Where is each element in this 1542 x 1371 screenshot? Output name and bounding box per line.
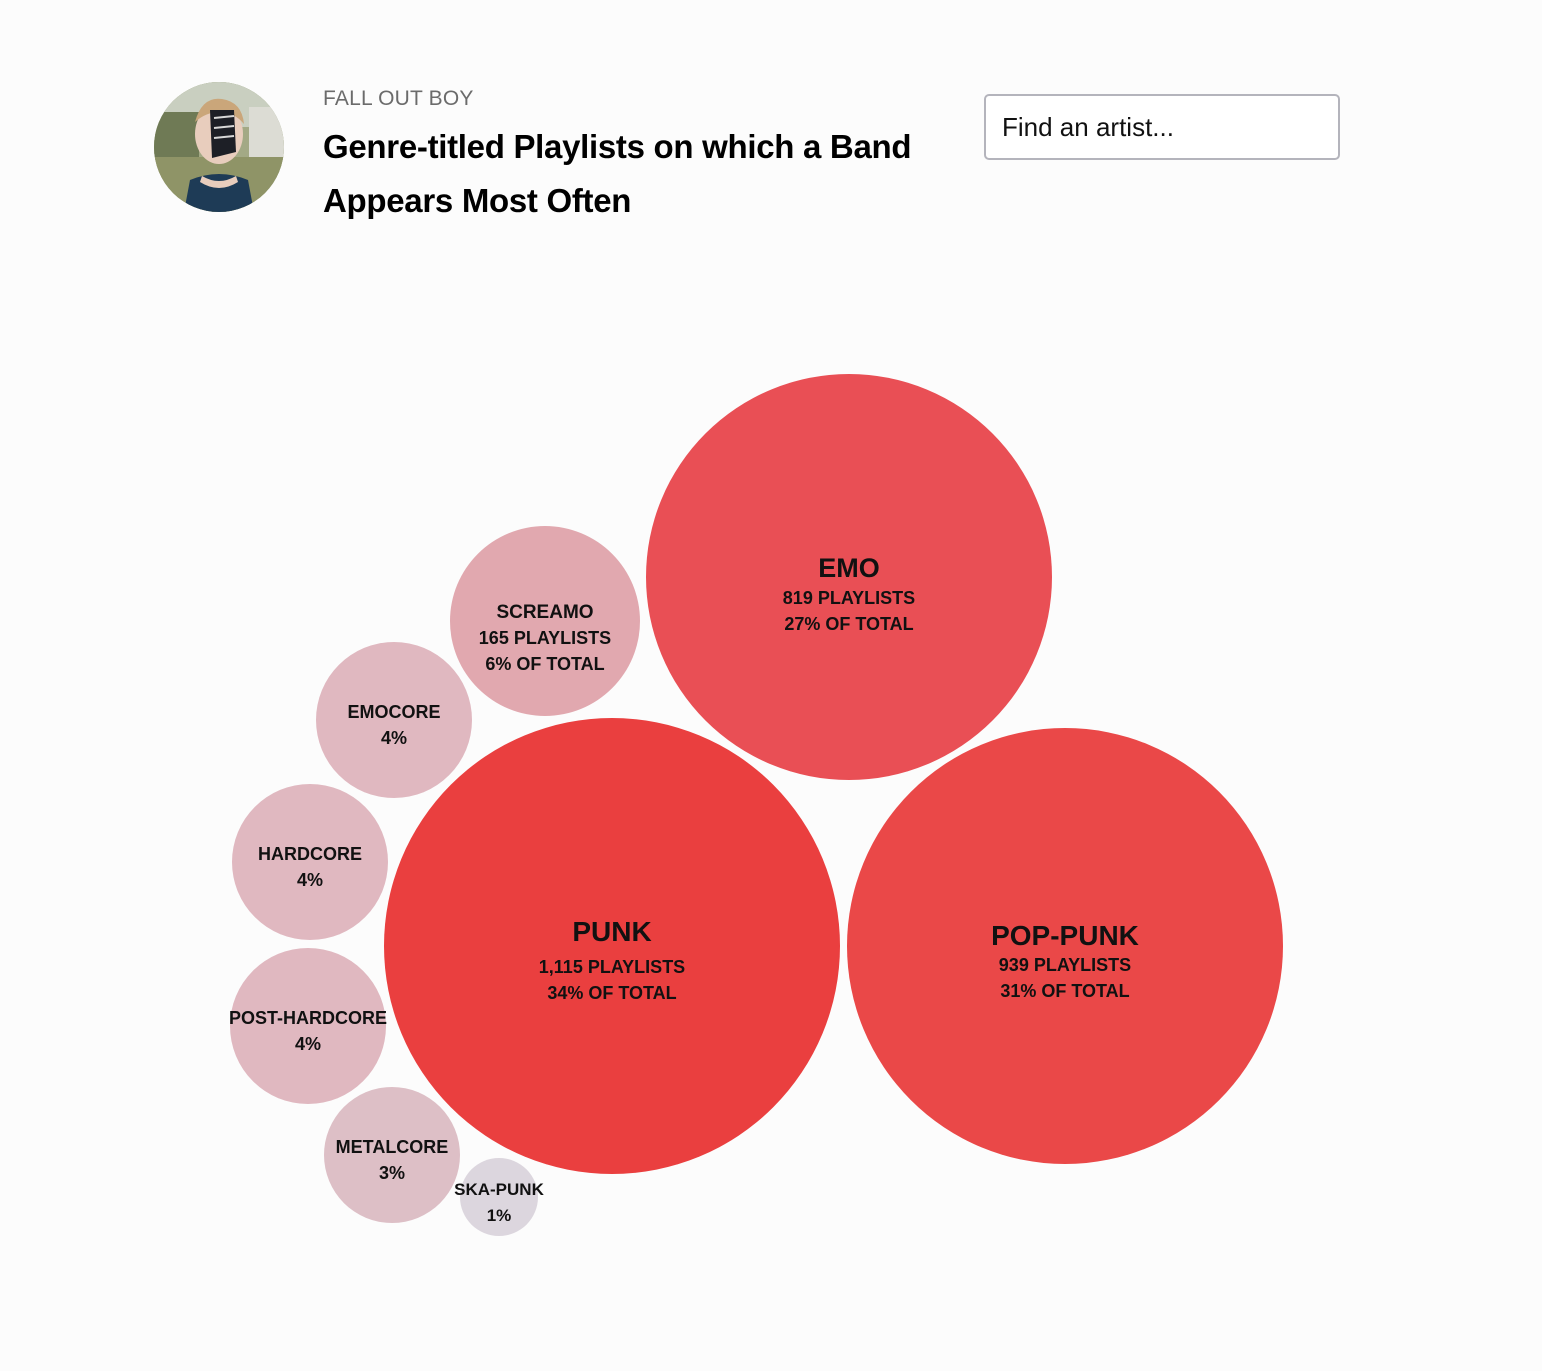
bubble-circle-metalcore[interactable] — [324, 1087, 460, 1223]
bubble-name-label-metalcore: METALCORE — [336, 1137, 449, 1157]
bubble-name-label-emocore: EMOCORE — [347, 702, 440, 722]
bubble-circle-screamo[interactable] — [450, 526, 640, 716]
bubble-emocore[interactable]: EMOCORE 4% — [316, 642, 472, 798]
bubble-name-label-emo: EMO — [818, 553, 880, 583]
bubble-name-label-screamo: SCREAMO — [496, 602, 593, 623]
bubble-name-label-post-hardcore: POST-HARDCORE — [229, 1008, 387, 1028]
bubble-share-label-emocore: 4% — [381, 728, 407, 748]
bubble-hardcore[interactable]: HARDCORE 4% — [232, 784, 388, 940]
bubble-circle-hardcore[interactable] — [232, 784, 388, 940]
bubble-share-label-metalcore: 3% — [379, 1163, 405, 1183]
bubble-circle-pop-punk[interactable] — [847, 728, 1283, 1164]
artist-name: FALL OUT BOY — [323, 87, 474, 110]
bubble-playlists-label-pop-punk: 939 PLAYLISTS — [999, 955, 1131, 975]
bubble-name-label-hardcore: HARDCORE — [258, 844, 362, 864]
bubble-pop-punk[interactable]: POP-PUNK 939 PLAYLISTS 31% OF TOTAL — [847, 728, 1283, 1164]
bubble-circle-emo[interactable] — [646, 374, 1052, 780]
bubble-circle-ska-punk[interactable] — [460, 1158, 538, 1236]
bubble-playlists-label-screamo: 165 PLAYLISTS — [479, 628, 611, 648]
artist-photo-icon — [154, 82, 284, 212]
bubble-playlists-label-punk: 1,115 PLAYLISTS — [539, 957, 685, 977]
bubble-ska-punk[interactable]: SKA-PUNK 1% — [454, 1158, 545, 1236]
bubble-name-label-ska-punk: SKA-PUNK — [454, 1180, 544, 1199]
bubble-punk[interactable]: PUNK 1,115 PLAYLISTS 34% OF TOTAL — [384, 718, 840, 1174]
bubble-metalcore[interactable]: METALCORE 3% — [324, 1087, 460, 1223]
bubble-post-hardcore[interactable]: POST-HARDCORE 4% — [229, 948, 387, 1104]
bubble-emo[interactable]: EMO 819 PLAYLISTS 27% OF TOTAL — [646, 374, 1052, 780]
bubble-circle-post-hardcore[interactable] — [230, 948, 386, 1104]
bubble-share-label-post-hardcore: 4% — [295, 1034, 321, 1054]
bubble-share-label-ska-punk: 1% — [487, 1206, 512, 1225]
bubble-share-label-hardcore: 4% — [297, 870, 323, 890]
bubble-circle-emocore[interactable] — [316, 642, 472, 798]
bubble-circle-punk[interactable] — [384, 718, 840, 1174]
bubble-playlists-label-emo: 819 PLAYLISTS — [783, 588, 915, 608]
bubble-share-label-pop-punk: 31% OF TOTAL — [1000, 981, 1129, 1001]
bubble-screamo[interactable]: SCREAMO 165 PLAYLISTS 6% OF TOTAL — [450, 526, 640, 716]
page-title: Genre-titled Playlists on which a Band A… — [323, 128, 912, 219]
bubble-share-label-screamo: 6% OF TOTAL — [485, 654, 604, 674]
bubble-name-label-pop-punk: POP-PUNK — [991, 920, 1139, 951]
artist-search-input[interactable] — [984, 94, 1340, 160]
bubble-name-label-punk: PUNK — [572, 916, 651, 947]
page-header: FALL OUT BOY Genre-titled Playlists on w… — [154, 82, 1340, 232]
bubble-share-label-punk: 34% OF TOTAL — [547, 983, 676, 1003]
bubble-share-label-emo: 27% OF TOTAL — [784, 614, 913, 634]
artist-avatar — [154, 82, 284, 212]
